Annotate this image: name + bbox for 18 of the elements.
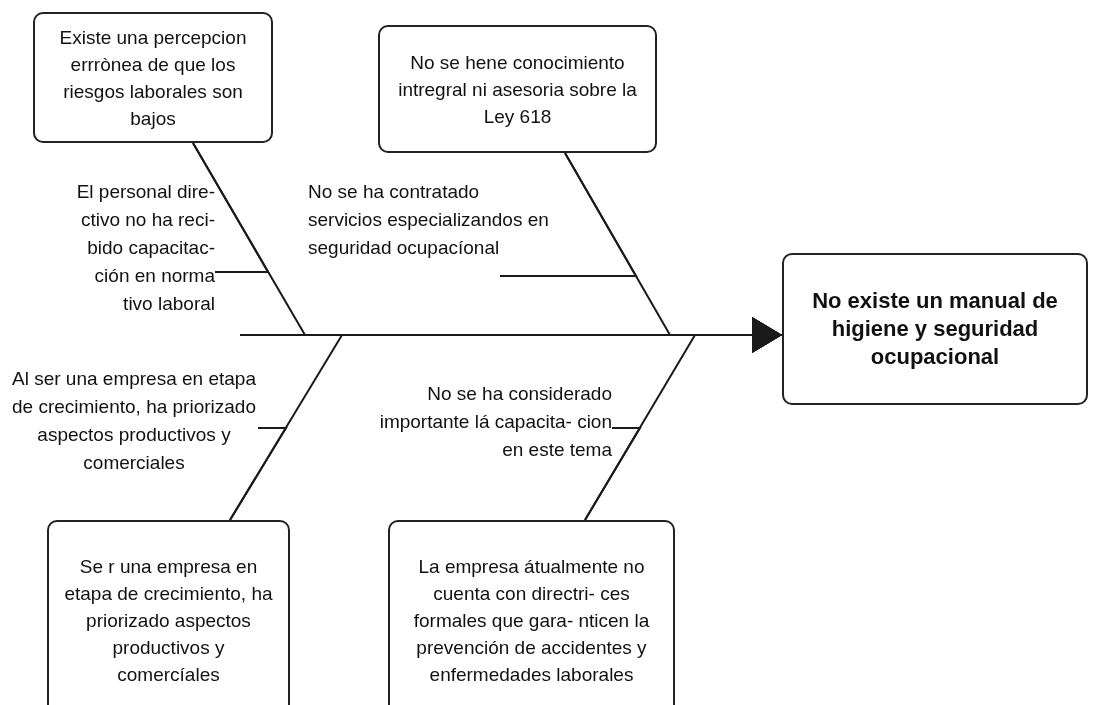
cause-box [33, 12, 273, 143]
connector-line [584, 427, 642, 521]
cause-text: La empresa átualmente no cuenta con directri- ces formales que gara- nticen la prevención de accidentes y enfermedades laborales [412, 554, 651, 687]
cause-text: Existe una percepcion errrònea de que los riesgos laborales son bajos [58, 25, 248, 131]
connector-line [229, 427, 288, 521]
cause-text: Se r una empresa en etapa de crecimiento, ha priorizado aspectos productivos y comercíales [63, 554, 274, 687]
effect-text: No existe un manual de higiene y seguridad ocupacional [811, 287, 1059, 371]
cause-box [388, 520, 675, 705]
sub-cause-text: Al ser una empresa en etapa de crecimiento, ha priorizado aspectos productivos y comerciales [10, 365, 258, 510]
cause-box [47, 520, 290, 705]
effect-box [782, 253, 1088, 405]
sub-cause-text: No se ha considerado importante lá capacita- cion en este tema [375, 380, 612, 470]
sub-cause-text: El personal dire- ctivo no ha reci- bido capacitac- ción en norma tivo laboral [60, 178, 215, 318]
cause-text: No se hene conocimiento intregral ni asesoria sobre la Ley 618 [397, 50, 638, 129]
sub-cause-text: No se ha contratado servicios especializandos en seguridad ocupacíonal [308, 178, 558, 276]
connector-line [499, 152, 638, 277]
connector-line [192, 142, 270, 273]
cause-box [378, 25, 657, 153]
